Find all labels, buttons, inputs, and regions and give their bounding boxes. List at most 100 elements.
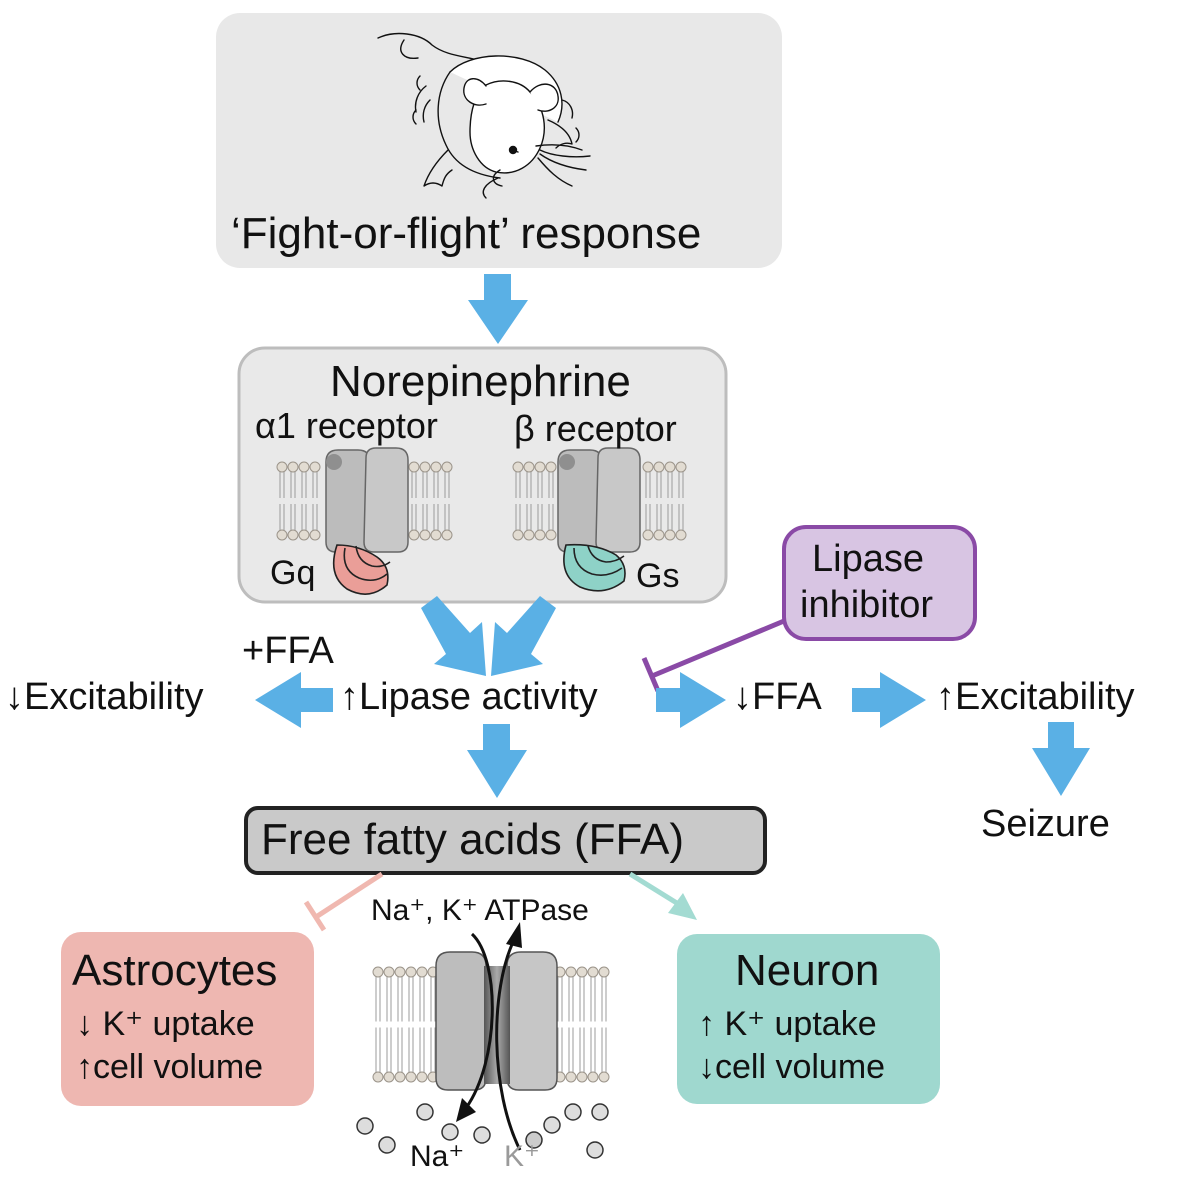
lipid-tails [678,472,684,530]
excitability-up-label: ↑Excitability [936,676,1135,718]
lipid-head [565,1071,577,1083]
gs-protein-icon [563,543,626,592]
stress-label: ‘Fight-or-flight’ response [231,209,702,258]
lipase-inhibitor-line2: inhibitor [800,584,934,626]
ion-particle [525,1131,543,1149]
arrows-ne-to-lipase [421,596,556,676]
lipid-head [545,461,557,473]
lipid-tails [568,977,574,1072]
lipid-head [598,966,610,978]
lipid-tails [645,472,651,530]
lipid-head [419,529,431,541]
lipid-head [372,1071,384,1083]
astrocytes-box [61,932,314,1106]
lipid-head [534,461,546,473]
lipid-tails [411,472,417,530]
gq-label: Gq [270,554,316,592]
arrow-lipase-to-excitability-down [255,672,333,728]
neuron-line1: ↑ K⁺ uptake [698,1005,877,1043]
lipid-head [276,529,288,541]
arrow-lipase-to-ffa-down [656,672,726,728]
beta-receptor-protein [557,447,641,553]
lipid-head [309,529,321,541]
atpase-label: Na⁺, K⁺ ATPase [371,894,589,927]
ion-particle [473,1126,491,1144]
lipid-head [441,461,453,473]
lipid-head [419,461,431,473]
arrow-excitability-to-seizure [1032,722,1090,796]
lipid-tails [301,472,307,530]
beta-membrane [512,461,687,541]
seizure-label: Seizure [981,803,1110,845]
lipid-head [408,529,420,541]
ffa-down-label: ↓FFA [733,676,822,718]
lipid-head [430,529,442,541]
lipid-head [642,529,654,541]
lipid-head [298,529,310,541]
lipid-head [523,461,535,473]
lipid-head [576,1071,588,1083]
arrow-ffa-down-to-excitability-up [852,672,926,728]
lipid-tails [290,472,296,530]
astrocytes-line1: ↓ K⁺ uptake [76,1005,255,1043]
lipid-tails [444,472,450,530]
neuron-title: Neuron [735,946,880,995]
ion-particle [416,1103,434,1121]
lipid-head [523,529,535,541]
lipid-tails [579,977,585,1072]
astrocytes-title: Astrocytes [72,946,278,995]
ffa-box [244,806,767,875]
lipid-head [534,529,546,541]
ions [356,1103,609,1159]
ion-transport-arrows [464,932,522,1151]
beta-receptor-label: β receptor [514,408,677,449]
inhibitor-line [641,618,785,692]
plus-ffa-label: +FFA [242,630,334,672]
ion-particle [356,1117,374,1135]
lipid-tails [430,977,436,1072]
lipid-tails [537,472,543,530]
lipid-head [287,529,299,541]
lipid-tails [419,977,425,1072]
lipid-head [394,966,406,978]
lipid-tails [375,977,381,1072]
lipid-head [675,529,687,541]
lipid-head [642,461,654,473]
lipid-head [416,1071,428,1083]
lipid-head [394,1071,406,1083]
gs-label: Gs [636,557,680,595]
atpase-membrane [372,966,610,1083]
neuron-line2: ↓cell volume [698,1048,886,1086]
astrocytes-line2: ↑cell volume [76,1048,264,1086]
lipid-tails [601,977,607,1072]
lipid-head [276,461,288,473]
lipid-tails [279,472,285,530]
lipase-activity-label: ↑Lipase activity [340,676,598,718]
arrow-stress-to-ne [468,274,528,344]
na-ion-label: Na⁺ [410,1140,465,1173]
ion-particle [543,1116,561,1134]
mouse-icon [377,32,591,199]
ion-particle [591,1103,609,1121]
lipid-head [405,966,417,978]
k-in-arrowhead [506,922,522,948]
excitability-down-label: ↓Excitability [5,676,204,718]
lipid-head [545,529,557,541]
lipid-head [441,529,453,541]
lipid-head [675,461,687,473]
ion-particle [564,1103,582,1121]
norepinephrine-title: Norepinephrine [330,357,631,406]
lipid-head [653,461,665,473]
ion-particle [378,1136,396,1154]
ffa-label: Free fatty acids (FFA) [261,815,684,864]
na-out-arrowhead [456,1098,476,1122]
lipid-tails [312,472,318,530]
lipid-head [287,461,299,473]
lipid-tails [590,977,596,1072]
lipid-head [372,966,384,978]
alpha-receptor-protein [325,447,409,553]
lipid-head [430,461,442,473]
lipid-head [408,461,420,473]
arrow-lipase-to-ffa [467,724,527,798]
